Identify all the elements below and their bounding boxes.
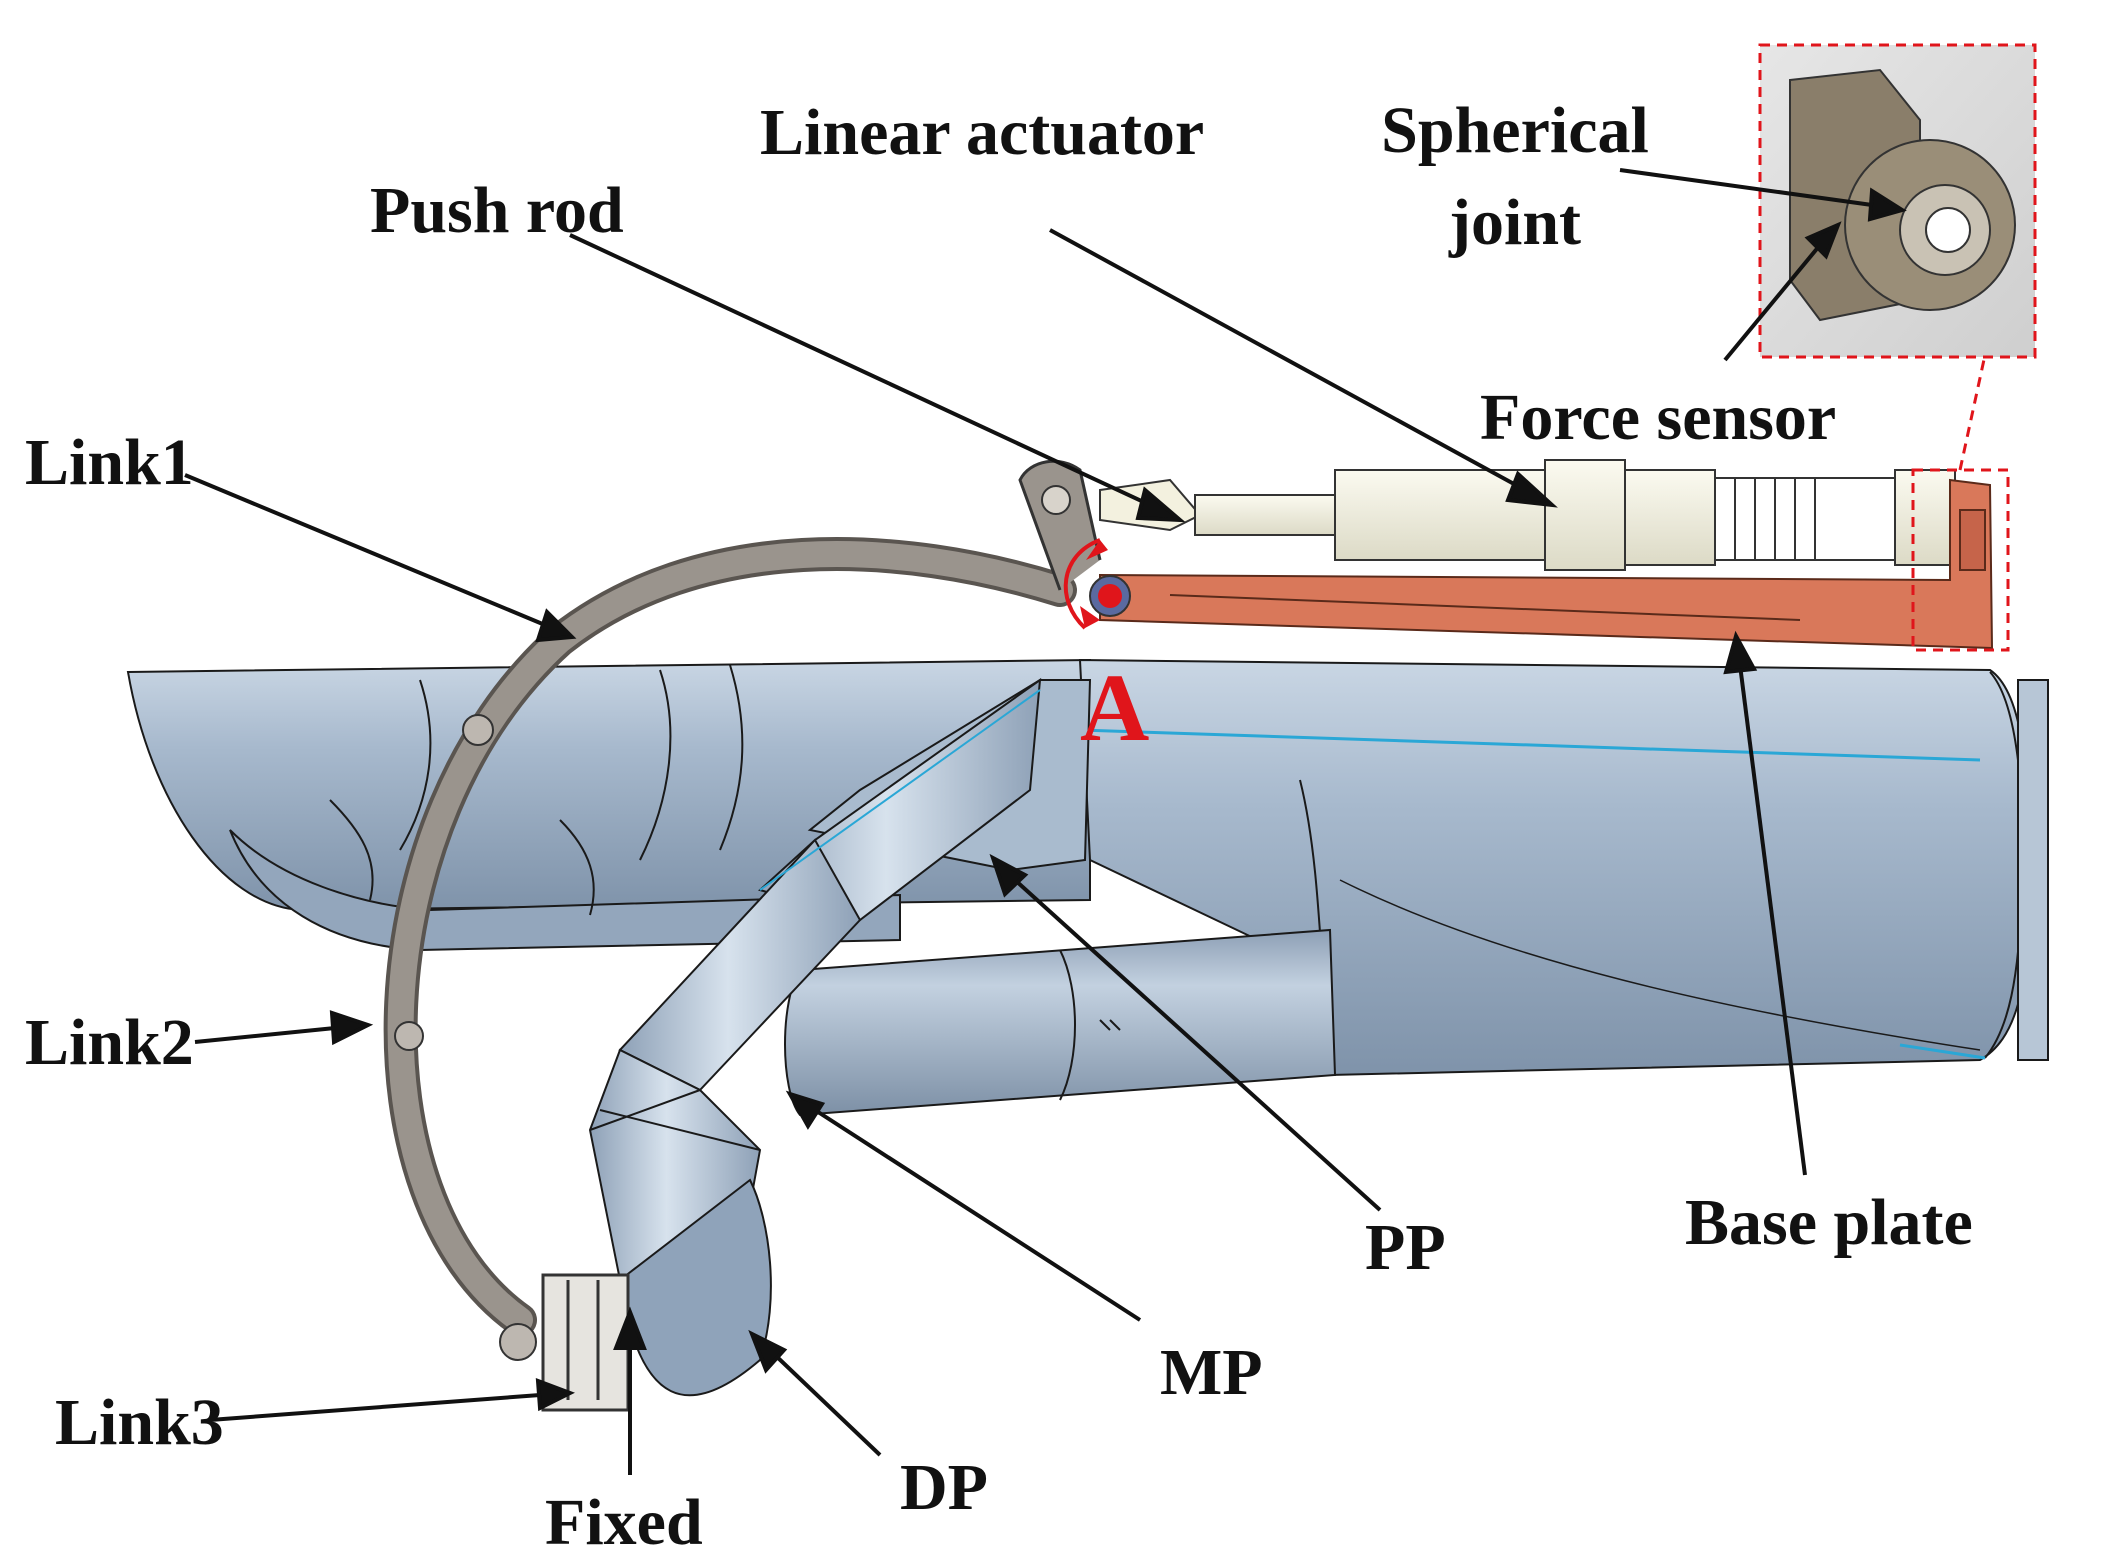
label-point-a: A: [1080, 654, 1150, 761]
actuator-assembly: [1099, 459, 1956, 571]
label-dp: DP: [900, 1451, 988, 1524]
linkage-arc: [383, 459, 1102, 1412]
lower-tube: [784, 928, 1337, 1117]
label-spherical-joint-line1: Spherical: [1381, 94, 1649, 167]
inset-detail: [1758, 43, 2037, 359]
label-mp: MP: [1160, 1336, 1263, 1409]
leader-lines: [184, 168, 1907, 1475]
label-link2: Link2: [25, 1006, 194, 1079]
label-base-plate: Base plate: [1685, 1186, 1973, 1259]
label-link1: Link1: [25, 426, 194, 499]
annotations: [1063, 354, 2010, 652]
label-linear-actuator: Linear actuator: [760, 96, 1205, 169]
label-force-sensor: Force sensor: [1480, 381, 1837, 454]
label-link3: Link3: [55, 1386, 224, 1459]
finger-segments: [588, 677, 1092, 1397]
label-push-rod: Push rod: [370, 174, 624, 247]
label-fixed: Fixed: [545, 1486, 703, 1559]
label-spherical-joint-line2: joint: [1449, 186, 1581, 259]
label-pp: PP: [1365, 1211, 1446, 1284]
